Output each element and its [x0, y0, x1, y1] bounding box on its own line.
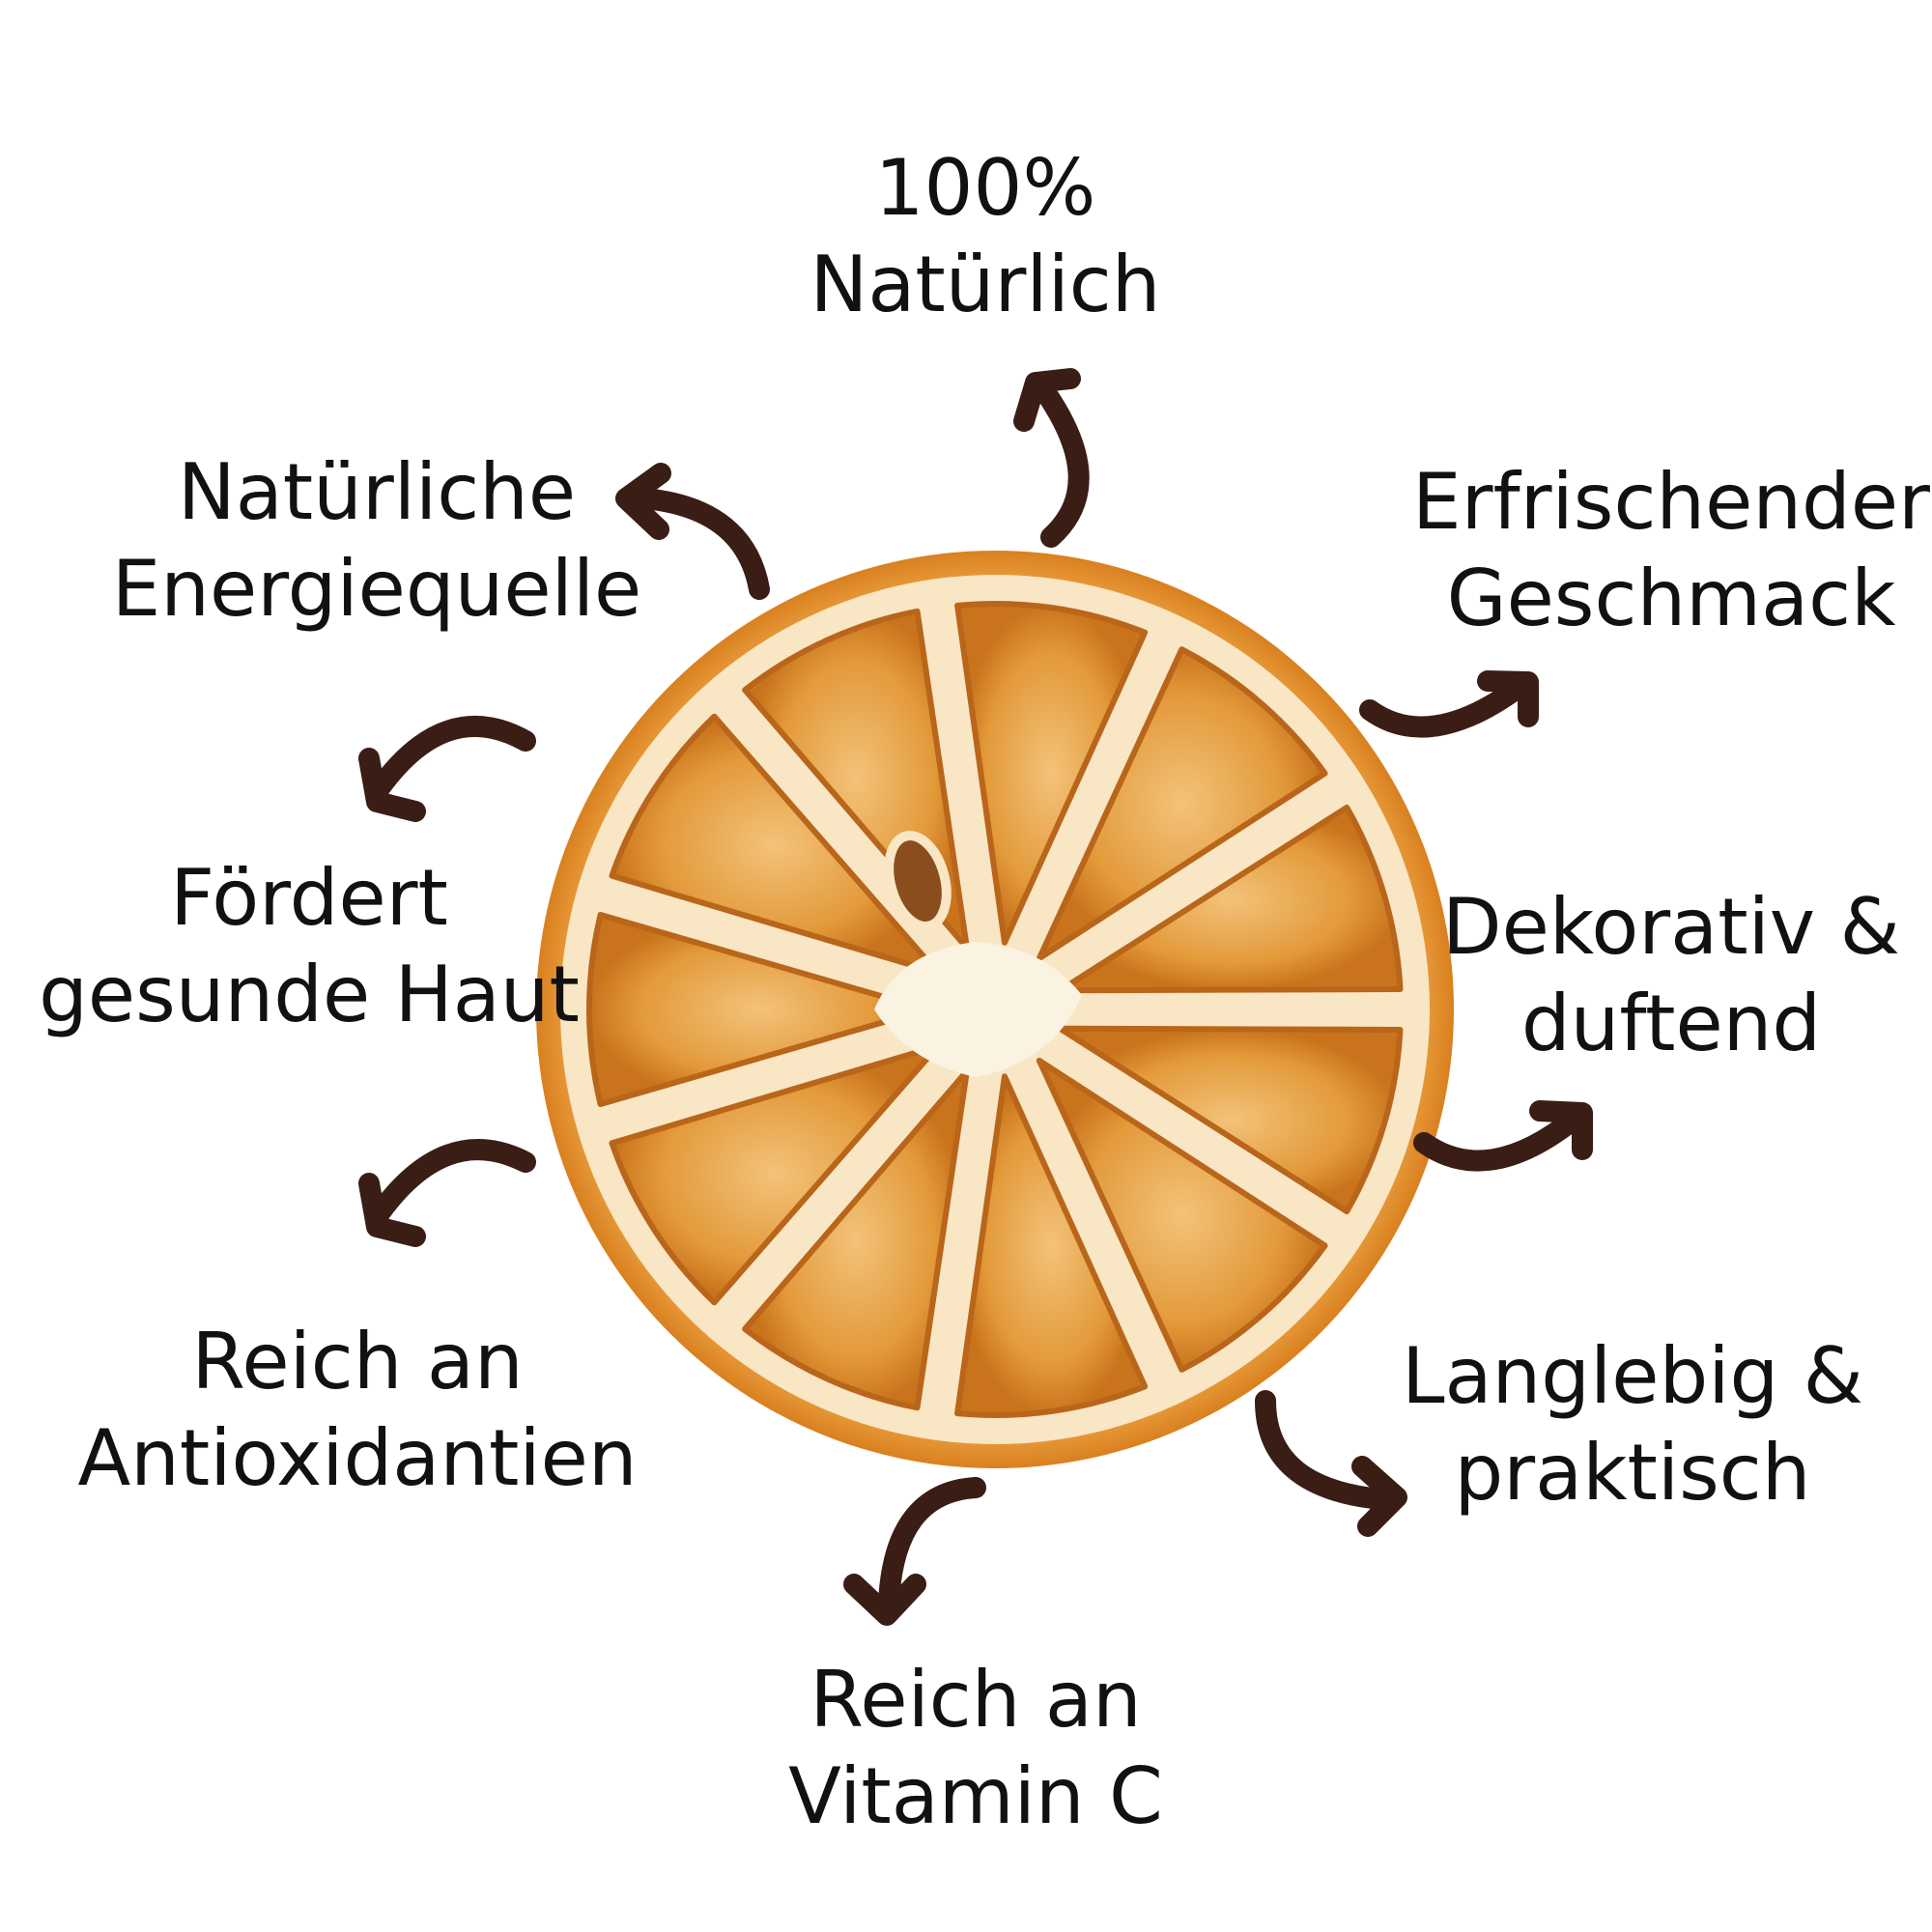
benefit-natural: 100% Natürlich [810, 143, 1161, 329]
orange-core [874, 942, 1082, 1077]
orange-segment [954, 1073, 1149, 1418]
benefit-vitamin-c: Reich an Vitamin C [788, 1655, 1163, 1841]
orange-segment [1057, 804, 1404, 994]
benefit-decorative-fragrant: Dekorativ & duftend [1442, 882, 1900, 1068]
orange-segment [609, 1042, 942, 1306]
orange-segment [742, 1067, 970, 1411]
orange-segment [1057, 1025, 1404, 1215]
benefit-healthy-skin: Fördert gesunde Haut [39, 853, 580, 1039]
curved-arrow-icon [1255, 1390, 1407, 1537]
orange-segment [1036, 646, 1328, 962]
curved-arrow-icon [1359, 670, 1539, 738]
orange-segment [1036, 1057, 1328, 1373]
curved-arrow-icon [358, 1139, 536, 1247]
benefit-long-lasting: Langlebig & praktisch [1401, 1331, 1864, 1518]
benefit-antioxidants: Reich an Antioxidantien [77, 1317, 638, 1503]
orange-segment [586, 911, 930, 1108]
orange-segments [586, 601, 1404, 1418]
curved-arrow-icon [358, 716, 536, 822]
benefit-energy-source: Natürliche Energiequelle [111, 447, 642, 634]
curved-arrow-icon [843, 1477, 986, 1626]
curved-arrow-icon [1013, 368, 1090, 548]
orange-segment [954, 601, 1149, 946]
orange-seed [884, 831, 952, 931]
curved-arrow-icon [615, 463, 770, 600]
curved-arrow-icon [1413, 1100, 1593, 1172]
benefit-refreshing-taste: Erfrischender Geschmack [1412, 457, 1930, 643]
orange-segment [609, 713, 942, 977]
